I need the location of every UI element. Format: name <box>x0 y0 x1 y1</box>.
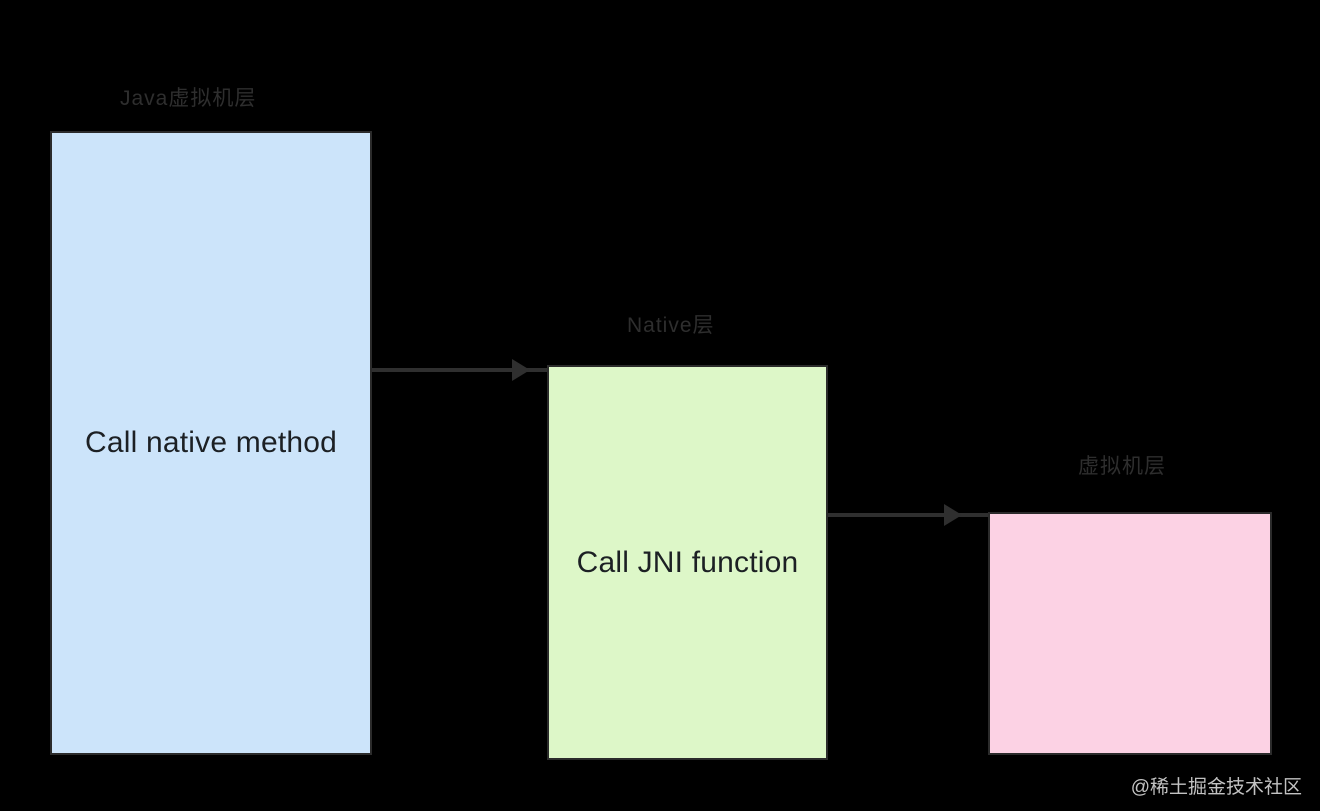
node-caption-native: Native层 <box>627 314 715 337</box>
diagram-node-vm[interactable] <box>988 512 1272 755</box>
node-caption-vm: 虚拟机层 <box>1078 455 1166 478</box>
diagram-edge-java-to-native <box>372 368 547 372</box>
diagram-node-java[interactable]: Call native method <box>50 131 372 755</box>
arrow-right-icon <box>944 504 962 526</box>
diagram-edge-native-to-vm <box>828 513 988 517</box>
node-caption-java: Java虚拟机层 <box>120 87 257 110</box>
diagram-node-native-label: Call JNI function <box>576 545 799 579</box>
watermark-text: @稀土掘金技术社区 <box>1130 777 1302 798</box>
diagram-node-native[interactable]: Call JNI function <box>547 365 828 760</box>
arrow-right-icon <box>512 359 530 381</box>
diagram-node-java-label: Call native method <box>84 426 338 459</box>
